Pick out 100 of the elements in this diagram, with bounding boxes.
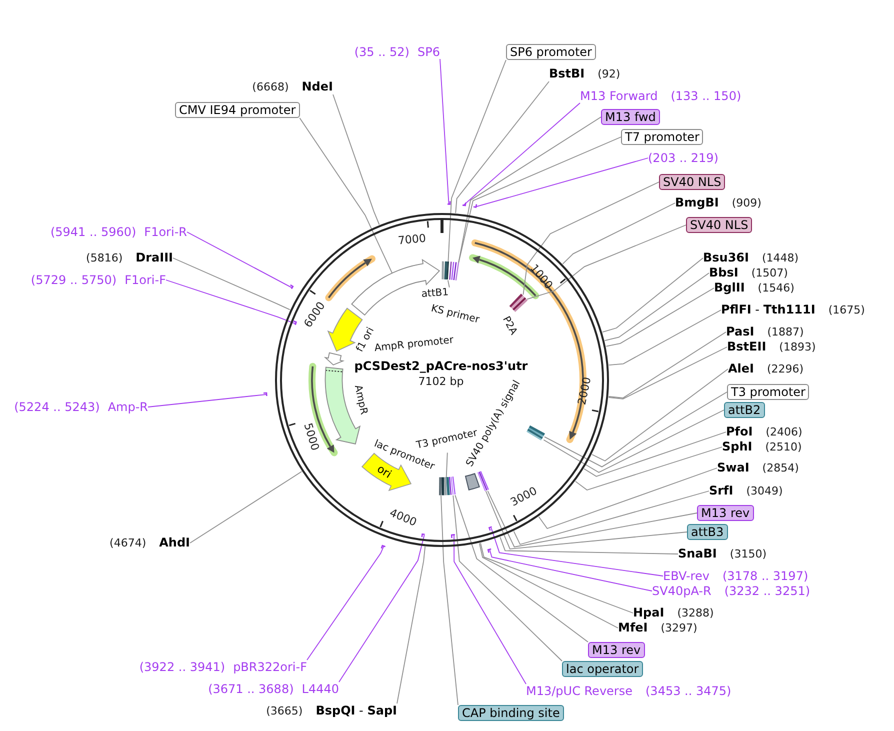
primer-name: EBV-rev xyxy=(663,569,710,583)
feature-label: lac operator xyxy=(562,661,643,677)
leader-line xyxy=(447,280,450,288)
leader-line xyxy=(452,494,562,662)
leader-line xyxy=(440,494,458,706)
feature-name: AmpR promoter xyxy=(374,334,454,356)
leader-line xyxy=(526,224,686,300)
primer-site-mark xyxy=(488,526,492,531)
leader-line xyxy=(602,258,704,333)
primer-name: Amp-R xyxy=(108,400,148,414)
site-position: (3150) xyxy=(730,548,766,562)
site-position: (6668) xyxy=(252,80,289,94)
primer-site-mark xyxy=(380,544,386,549)
enzyme-name: NdeI xyxy=(302,80,333,94)
leader-line xyxy=(338,534,425,682)
enzyme-name: PfoI xyxy=(726,424,753,438)
primer-range: (203 .. 219) xyxy=(648,151,718,165)
site-position: (1546) xyxy=(758,282,794,296)
site-position: (3297) xyxy=(660,622,698,636)
leader-line xyxy=(446,452,448,478)
leader-line xyxy=(480,542,634,614)
leader-line xyxy=(584,432,726,477)
feature-label: attB2 xyxy=(724,402,765,418)
feature-label: SV40 NLS xyxy=(686,217,752,233)
leader-line xyxy=(489,548,652,592)
primer-name: SV40pA-R xyxy=(652,584,712,598)
leader-line xyxy=(455,81,550,214)
feature-name: AmpR xyxy=(351,384,369,416)
leader-line xyxy=(448,60,506,262)
enzyme-name: AleI xyxy=(728,362,754,376)
enzyme-name: SnaBI xyxy=(678,546,717,560)
enzyme-name: SrfI xyxy=(709,484,734,498)
primer-name: M13 Forward xyxy=(580,89,658,103)
primer-site-mark xyxy=(462,202,466,206)
site-position: (3288) xyxy=(677,606,714,620)
feature-label: CAP binding site xyxy=(458,705,564,721)
plasmid-backbone-ring xyxy=(274,212,610,548)
primer-range: (35 .. 52) xyxy=(354,45,410,59)
primer-name: pBR322ori-F xyxy=(233,660,307,674)
tick-label: 4000 xyxy=(388,506,418,529)
tick-label: 2000 xyxy=(576,376,594,406)
leader-line xyxy=(592,368,728,462)
leader-line xyxy=(604,272,710,342)
leader-line xyxy=(458,136,622,264)
leader-line xyxy=(166,280,297,325)
feature-label: SV40 NLS xyxy=(659,174,726,190)
site-position: (2296) xyxy=(767,362,804,376)
site-position: (5816) xyxy=(86,252,123,266)
feature-label: T3 promoter xyxy=(727,384,810,400)
site-position: (3049) xyxy=(746,484,783,498)
primer-range: (3671 .. 3688) xyxy=(208,682,294,696)
primer-range: (3178 .. 3197) xyxy=(722,569,808,583)
feature-label: T7 promoter xyxy=(621,129,704,145)
primer-range: (3453 .. 3475) xyxy=(646,684,732,698)
leader-line xyxy=(396,546,426,704)
primer-range: (5729 .. 5750) xyxy=(30,273,117,287)
site-position: (2510) xyxy=(765,440,802,454)
leader-line xyxy=(474,158,648,208)
enzyme-name: PflFI - Tth111I xyxy=(721,302,816,316)
enzyme-name: BstBI xyxy=(549,66,585,80)
tick-label: 7000 xyxy=(397,232,426,248)
primer-range: (5224 .. 5243) xyxy=(14,400,100,414)
leader-line xyxy=(332,94,380,226)
enzyme-name: PasI xyxy=(726,324,754,338)
feature-label: SP6 promoter xyxy=(506,44,596,60)
feature-block xyxy=(442,261,460,281)
enzyme-name: MfeI xyxy=(618,620,648,634)
feature-block xyxy=(526,426,546,441)
primer-name: L4440 xyxy=(302,682,339,696)
feature-label: M13 rev xyxy=(697,505,754,521)
leader-line xyxy=(543,410,724,473)
primer-site-mark xyxy=(487,548,492,553)
primer-name: F1ori-F xyxy=(124,273,166,287)
enzyme-name: DraIII xyxy=(136,250,173,264)
leader-line xyxy=(306,546,384,660)
leader-line xyxy=(574,446,722,490)
leader-line xyxy=(608,332,726,398)
site-position: (3665) xyxy=(266,704,303,718)
leader-line xyxy=(186,232,293,288)
primer-range: (3232 .. 3251) xyxy=(724,584,810,598)
primer-range: (3922 .. 3941) xyxy=(139,660,226,674)
leader-line xyxy=(500,536,678,554)
primer-site-mark xyxy=(293,320,297,326)
feature-label: M13 rev xyxy=(588,642,645,658)
primer-range: (133 .. 150) xyxy=(670,89,742,103)
leader-line xyxy=(608,346,728,400)
plasmid-length: 7102 bp xyxy=(418,376,464,388)
leader-line xyxy=(478,542,618,628)
site-position: (2854) xyxy=(762,462,799,476)
site-position: (2406) xyxy=(766,426,802,440)
enzyme-name: SwaI xyxy=(717,460,750,474)
primer-name: M13/pUC Reverse xyxy=(526,684,632,698)
leader-line xyxy=(522,182,660,296)
feature-block xyxy=(509,294,528,312)
leader-line xyxy=(606,288,714,347)
feature-name: KS primer xyxy=(430,303,480,327)
leader-line xyxy=(513,490,710,545)
feature-name: ori xyxy=(374,462,393,481)
feature-name: P2A xyxy=(499,314,519,338)
primer-site-mark xyxy=(451,534,456,538)
